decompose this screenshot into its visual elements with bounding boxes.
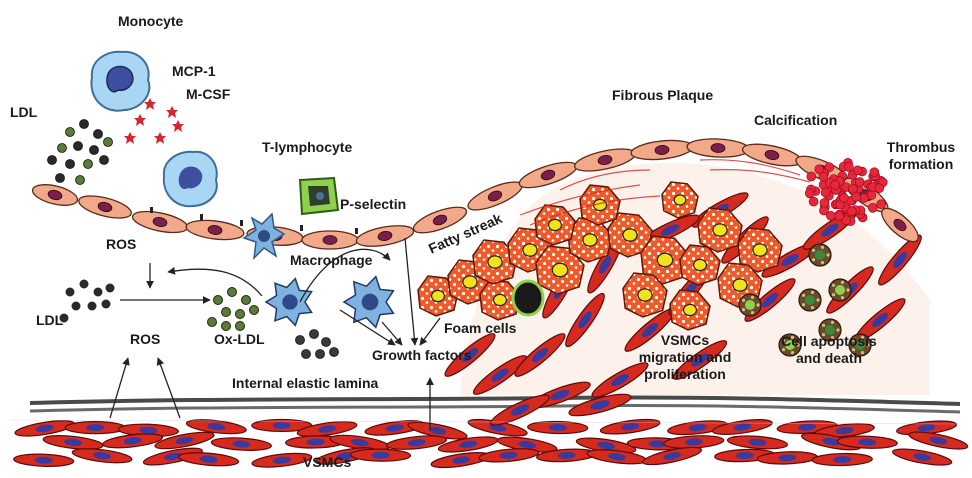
label-p-selectin: P-selectin xyxy=(340,196,406,213)
label-macrophage: Macrophage xyxy=(290,252,372,269)
ox-ldl-particle-icon xyxy=(330,348,339,357)
ox-ldl-particle-icon xyxy=(316,350,325,359)
endothelial-cell-icon xyxy=(302,231,358,249)
dark-foam-cell-icon xyxy=(513,281,543,315)
vsmc-icon xyxy=(65,422,125,434)
ldl-particle-icon xyxy=(100,156,109,165)
ldl-particle-icon xyxy=(90,146,99,155)
label-ldl-mid: LDL xyxy=(36,312,63,329)
ox-ldl-particle-icon xyxy=(322,338,331,347)
ox-ldl-particle-icon xyxy=(296,336,305,345)
ldl-particle-icon xyxy=(66,288,75,297)
label-monocyte: Monocyte xyxy=(118,13,183,30)
label-vsmcs-migration: VSMCs migration and proliferation xyxy=(620,332,750,383)
apoptotic-cell-icon xyxy=(809,244,831,266)
ldl-particle-icon xyxy=(88,302,97,311)
label-thrombus-formation: Thrombus formation xyxy=(876,139,966,173)
vsmc-icon xyxy=(350,449,410,462)
ldl-particle-icon xyxy=(102,300,111,309)
ldl-particle-icon xyxy=(48,156,57,165)
apoptotic-cell-icon xyxy=(799,289,821,311)
ldl-particle-icon xyxy=(56,174,65,183)
label-t-lymphocyte: T-lymphocyte xyxy=(262,139,352,156)
label-ox-ldl: Ox-LDL xyxy=(214,331,265,348)
ldl-particle-icon xyxy=(76,176,85,185)
adhering-monocyte-icon xyxy=(164,152,217,206)
label-ros-lower: ROS xyxy=(130,331,160,348)
ldl-particle-icon xyxy=(80,120,89,129)
ox-ldl-particle-icon xyxy=(236,322,245,331)
ox-ldl-particle-icon xyxy=(228,288,237,297)
ldl-particle-icon xyxy=(66,160,75,169)
label-ros-upper: ROS xyxy=(106,236,136,253)
t-lymphocyte-icon xyxy=(300,178,338,214)
ox-ldl-particle-icon xyxy=(250,306,259,315)
label-mcp1: MCP-1 xyxy=(172,63,216,80)
ldl-particle-icon xyxy=(74,142,83,151)
ldl-particle-icon xyxy=(84,160,93,169)
ox-ldl-particle-icon xyxy=(214,296,223,305)
label-mcsf: M-CSF xyxy=(186,86,230,103)
ldl-particle-icon xyxy=(106,284,115,293)
apoptotic-cell-icon xyxy=(739,294,761,316)
ox-ldl-particle-icon xyxy=(222,322,231,331)
label-ldl-top: LDL xyxy=(10,104,37,121)
ldl-particle-icon xyxy=(104,138,113,147)
ldl-particle-icon xyxy=(94,288,103,297)
label-vsmcs: VSMCs xyxy=(303,454,351,471)
ox-ldl-particle-icon xyxy=(242,296,251,305)
monocyte-icon xyxy=(91,52,149,111)
ldl-particle-icon xyxy=(58,144,67,153)
ldl-particle-icon xyxy=(80,280,89,289)
label-growth-factors: Growth factors xyxy=(372,347,472,364)
label-internal-elastic-lamina: Internal elastic lamina xyxy=(232,375,378,392)
label-fibrous-plaque: Fibrous Plaque xyxy=(612,87,713,104)
ldl-particle-icon xyxy=(94,130,103,139)
ox-ldl-particle-icon xyxy=(310,330,319,339)
ox-ldl-particle-icon xyxy=(222,308,231,317)
ox-ldl-particle-icon xyxy=(236,310,245,319)
label-calcification: Calcification xyxy=(754,112,837,129)
ox-ldl-particle-icon xyxy=(208,318,217,327)
ldl-particle-icon xyxy=(66,128,75,137)
ldl-particle-icon xyxy=(72,302,81,311)
label-foam-cells: Foam cells xyxy=(444,320,516,337)
apoptotic-cell-icon xyxy=(829,279,851,301)
label-cell-apoptosis: Cell apoptosis and death xyxy=(764,333,894,367)
ox-ldl-particle-icon xyxy=(302,350,311,359)
